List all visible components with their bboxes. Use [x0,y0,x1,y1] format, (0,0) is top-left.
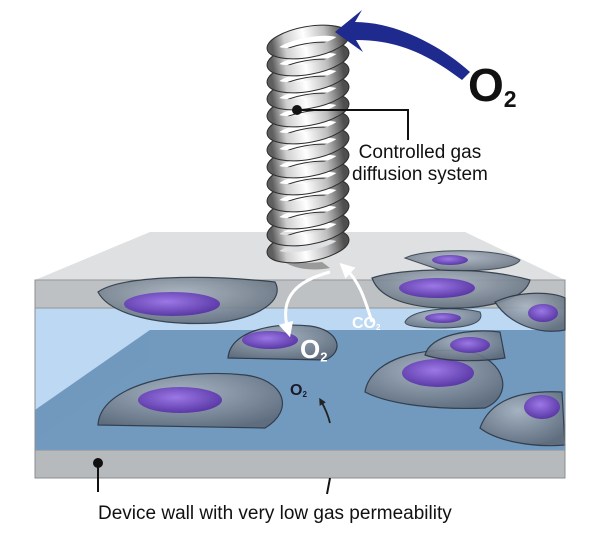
o2-diffusion-arrow [319,397,331,424]
coil-turn-outline [266,58,350,94]
coil-turn-outline [266,177,350,213]
ceiling-cells [97,250,566,332]
cell-cluster [97,308,566,447]
o2-source-label: O2 [468,58,517,113]
controlled-gas-label: Controlled gas diffusion system [352,142,488,186]
o2-source-subscript: 2 [503,85,517,112]
coil-turn-outline [266,143,350,179]
coil-tip [278,252,330,270]
coil-turn-outline [266,75,350,111]
o2-source-letter: O [468,59,504,111]
cell [364,349,504,410]
cell [494,292,566,332]
o2-released-label: O2 [300,334,327,365]
cell [404,308,482,329]
coil-turn-outline [266,211,350,247]
coil-turn-outline [266,194,350,230]
coil-turn-outline [266,109,350,145]
coil-turn-outline [266,228,350,264]
device-wall-label: Device wall with very low gas permeabili… [98,503,452,525]
coil-turn-outline [266,126,350,162]
cell [479,391,566,447]
co2-subscript: 2 [376,323,381,332]
controlled-gas-line2: diffusion system [352,163,488,185]
o2-released-subscript: 2 [320,349,328,365]
o2-inner-letter: O [290,382,303,399]
co2-letters: CO [352,315,376,332]
leader-lines [93,105,409,495]
co2-label: CO2 [352,315,380,333]
coil-turn-outline [266,41,350,77]
gas-diffusion-coil [266,24,350,270]
cell [97,276,278,325]
coil-leader-line [297,109,409,140]
co2-uptake-arrow [339,262,374,323]
o2-inflow-arrow [335,10,470,80]
cell [97,372,283,429]
arrows [278,10,470,424]
controlled-gas-line1: Controlled gas [358,142,482,163]
cell [424,330,506,362]
device-wall-text: Device wall with very low gas permeabili… [98,503,452,524]
cell [403,250,521,272]
coil-turn-outline [266,160,350,196]
coil-turn-outline [266,92,350,128]
o2-released-letter: O [300,334,321,364]
o2-inner-label: O2 [290,382,307,400]
o2-inner-subscript: 2 [302,390,307,399]
o2-release-arrow [278,270,331,338]
wall-leader-line-2 [326,477,331,495]
